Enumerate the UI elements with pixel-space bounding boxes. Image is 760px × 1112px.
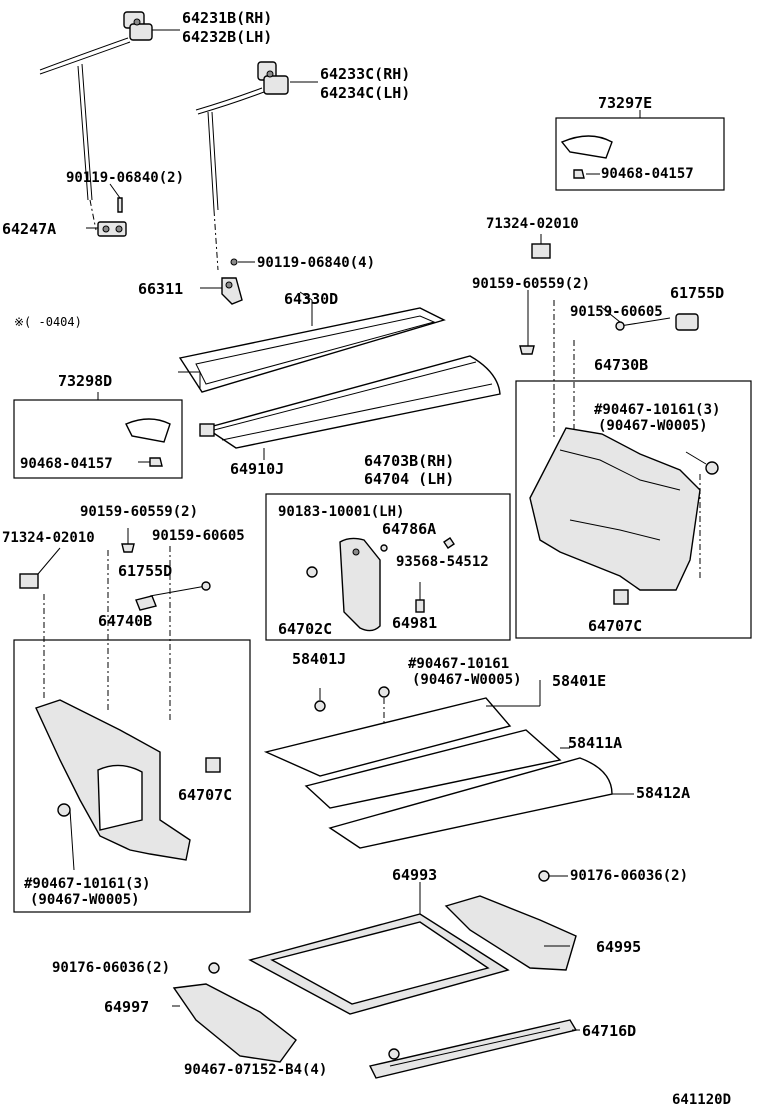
label-64786a: 64786A — [382, 520, 436, 538]
deck-board-58411a — [304, 729, 562, 809]
label-71324-right: 71324-02010 — [486, 216, 579, 232]
support-rod-right — [195, 87, 265, 115]
label-64330d: 64330D — [284, 290, 338, 308]
tray-64993-icon — [248, 913, 510, 1015]
label-64231b: 64231B(RH) — [182, 9, 272, 27]
label-58401j: 58401J — [292, 650, 346, 668]
label-90467-bottom: 90467-07152-B4(4) — [184, 1062, 327, 1078]
bracket-66311-icon — [221, 277, 243, 305]
label-90467-left-1: #90467-10161(3) — [24, 876, 150, 892]
label-90176-right: 90176-06036(2) — [570, 868, 688, 884]
label-90159-left-2: 90159-60559(2) — [80, 504, 198, 520]
label-64730b: 64730B — [594, 356, 648, 374]
sill-plate-64716d-icon — [368, 1019, 578, 1079]
box-64730b — [515, 380, 752, 639]
label-64707c-left: 64707C — [178, 786, 232, 804]
label-58411a: 58411A — [568, 734, 622, 752]
label-58412a: 58412A — [636, 784, 690, 802]
clip-71324-right-icon — [531, 243, 551, 259]
deck-board-58401e — [263, 697, 512, 777]
screw-90159-right-icon — [519, 290, 535, 355]
label-90159-left: 90159-60605 — [152, 528, 245, 544]
label-73298d: 73298D — [58, 372, 112, 390]
label-64716d: 64716D — [582, 1022, 636, 1040]
bracket-64247a-icon — [97, 221, 127, 237]
cover-73297e-icon — [560, 135, 613, 179]
label-61755d-left: 61755D — [118, 562, 172, 580]
diagram-id: 641120D — [672, 1092, 731, 1108]
screw-90159-60605-left-icon — [149, 581, 211, 597]
hinge-64231b-icon — [123, 11, 153, 41]
label-64981: 64981 — [392, 614, 437, 632]
label-90183: 90183-10001(LH) — [278, 504, 404, 520]
label-61755d-right: 61755D — [670, 284, 724, 302]
support-rod-left — [39, 37, 131, 75]
label-64234c: 64234C(LH) — [320, 84, 410, 102]
label-90467-mid-2: (90467-W0005) — [412, 672, 522, 688]
label-93568: 93568-54512 — [396, 554, 489, 570]
label-64740b: 64740B — [98, 612, 152, 630]
label-90159-right: 90159-60605 — [570, 304, 663, 320]
label-64995: 64995 — [596, 938, 641, 956]
label-90467-right-1: #90467-10161(3) — [594, 402, 720, 418]
clip-61755d-left-icon — [135, 595, 157, 611]
hinge-64233c-icon — [257, 61, 289, 95]
panel-64330d-icon — [178, 307, 446, 393]
label-64704: 64704 (LH) — [364, 470, 454, 488]
label-90468-left: 90468-04157 — [20, 456, 113, 472]
label-90119-4: 90119-06840(4) — [257, 255, 375, 271]
tray-64995-icon — [444, 895, 577, 971]
label-note: ※( -0404) — [14, 315, 82, 329]
label-90176-left: 90176-06036(2) — [52, 960, 170, 976]
clip-71324-left-icon — [19, 573, 39, 589]
label-64703b: 64703B(RH) — [364, 452, 454, 470]
side-trim-64730b-icon — [529, 427, 701, 591]
label-64910j: 64910J — [230, 460, 284, 478]
label-66311: 66311 — [138, 280, 183, 298]
tonneau-cover-64910j-icon — [199, 355, 501, 449]
clip-58401j-icon — [314, 700, 326, 712]
label-64707c-right: 64707C — [588, 617, 642, 635]
box-64703b — [265, 493, 511, 641]
label-64247a: 64247A — [2, 220, 56, 238]
label-90119-2: 90119-06840(2) — [66, 170, 184, 186]
label-71324-left: 71324-02010 — [2, 530, 95, 546]
label-64233c: 64233C(RH) — [320, 65, 410, 83]
label-90159-right-2: 90159-60559(2) — [472, 276, 590, 292]
clip-61755d-right-icon — [675, 313, 699, 331]
cover-64702c-icon — [339, 537, 381, 632]
tray-64997-icon — [172, 983, 297, 1063]
label-64993: 64993 — [392, 866, 437, 884]
label-58401e: 58401E — [552, 672, 606, 690]
label-90467-left-2: (90467-W0005) — [30, 892, 140, 908]
label-73297e: 73297E — [598, 94, 652, 112]
label-90467-mid-1: #90467-10161 — [408, 656, 509, 672]
label-90468-top: 90468-04157 — [601, 166, 694, 182]
clip-64707c-right-icon — [613, 589, 629, 605]
clip-64707c-left-icon — [205, 757, 221, 773]
label-64702c: 64702C — [278, 620, 332, 638]
label-64997: 64997 — [104, 998, 149, 1016]
label-64232b: 64232B(LH) — [182, 28, 272, 46]
cover-73298d-icon — [125, 418, 171, 467]
side-trim-64740b-icon — [35, 699, 191, 861]
box-64740b — [13, 639, 251, 913]
label-90467-right-2: (90467-W0005) — [598, 418, 708, 434]
